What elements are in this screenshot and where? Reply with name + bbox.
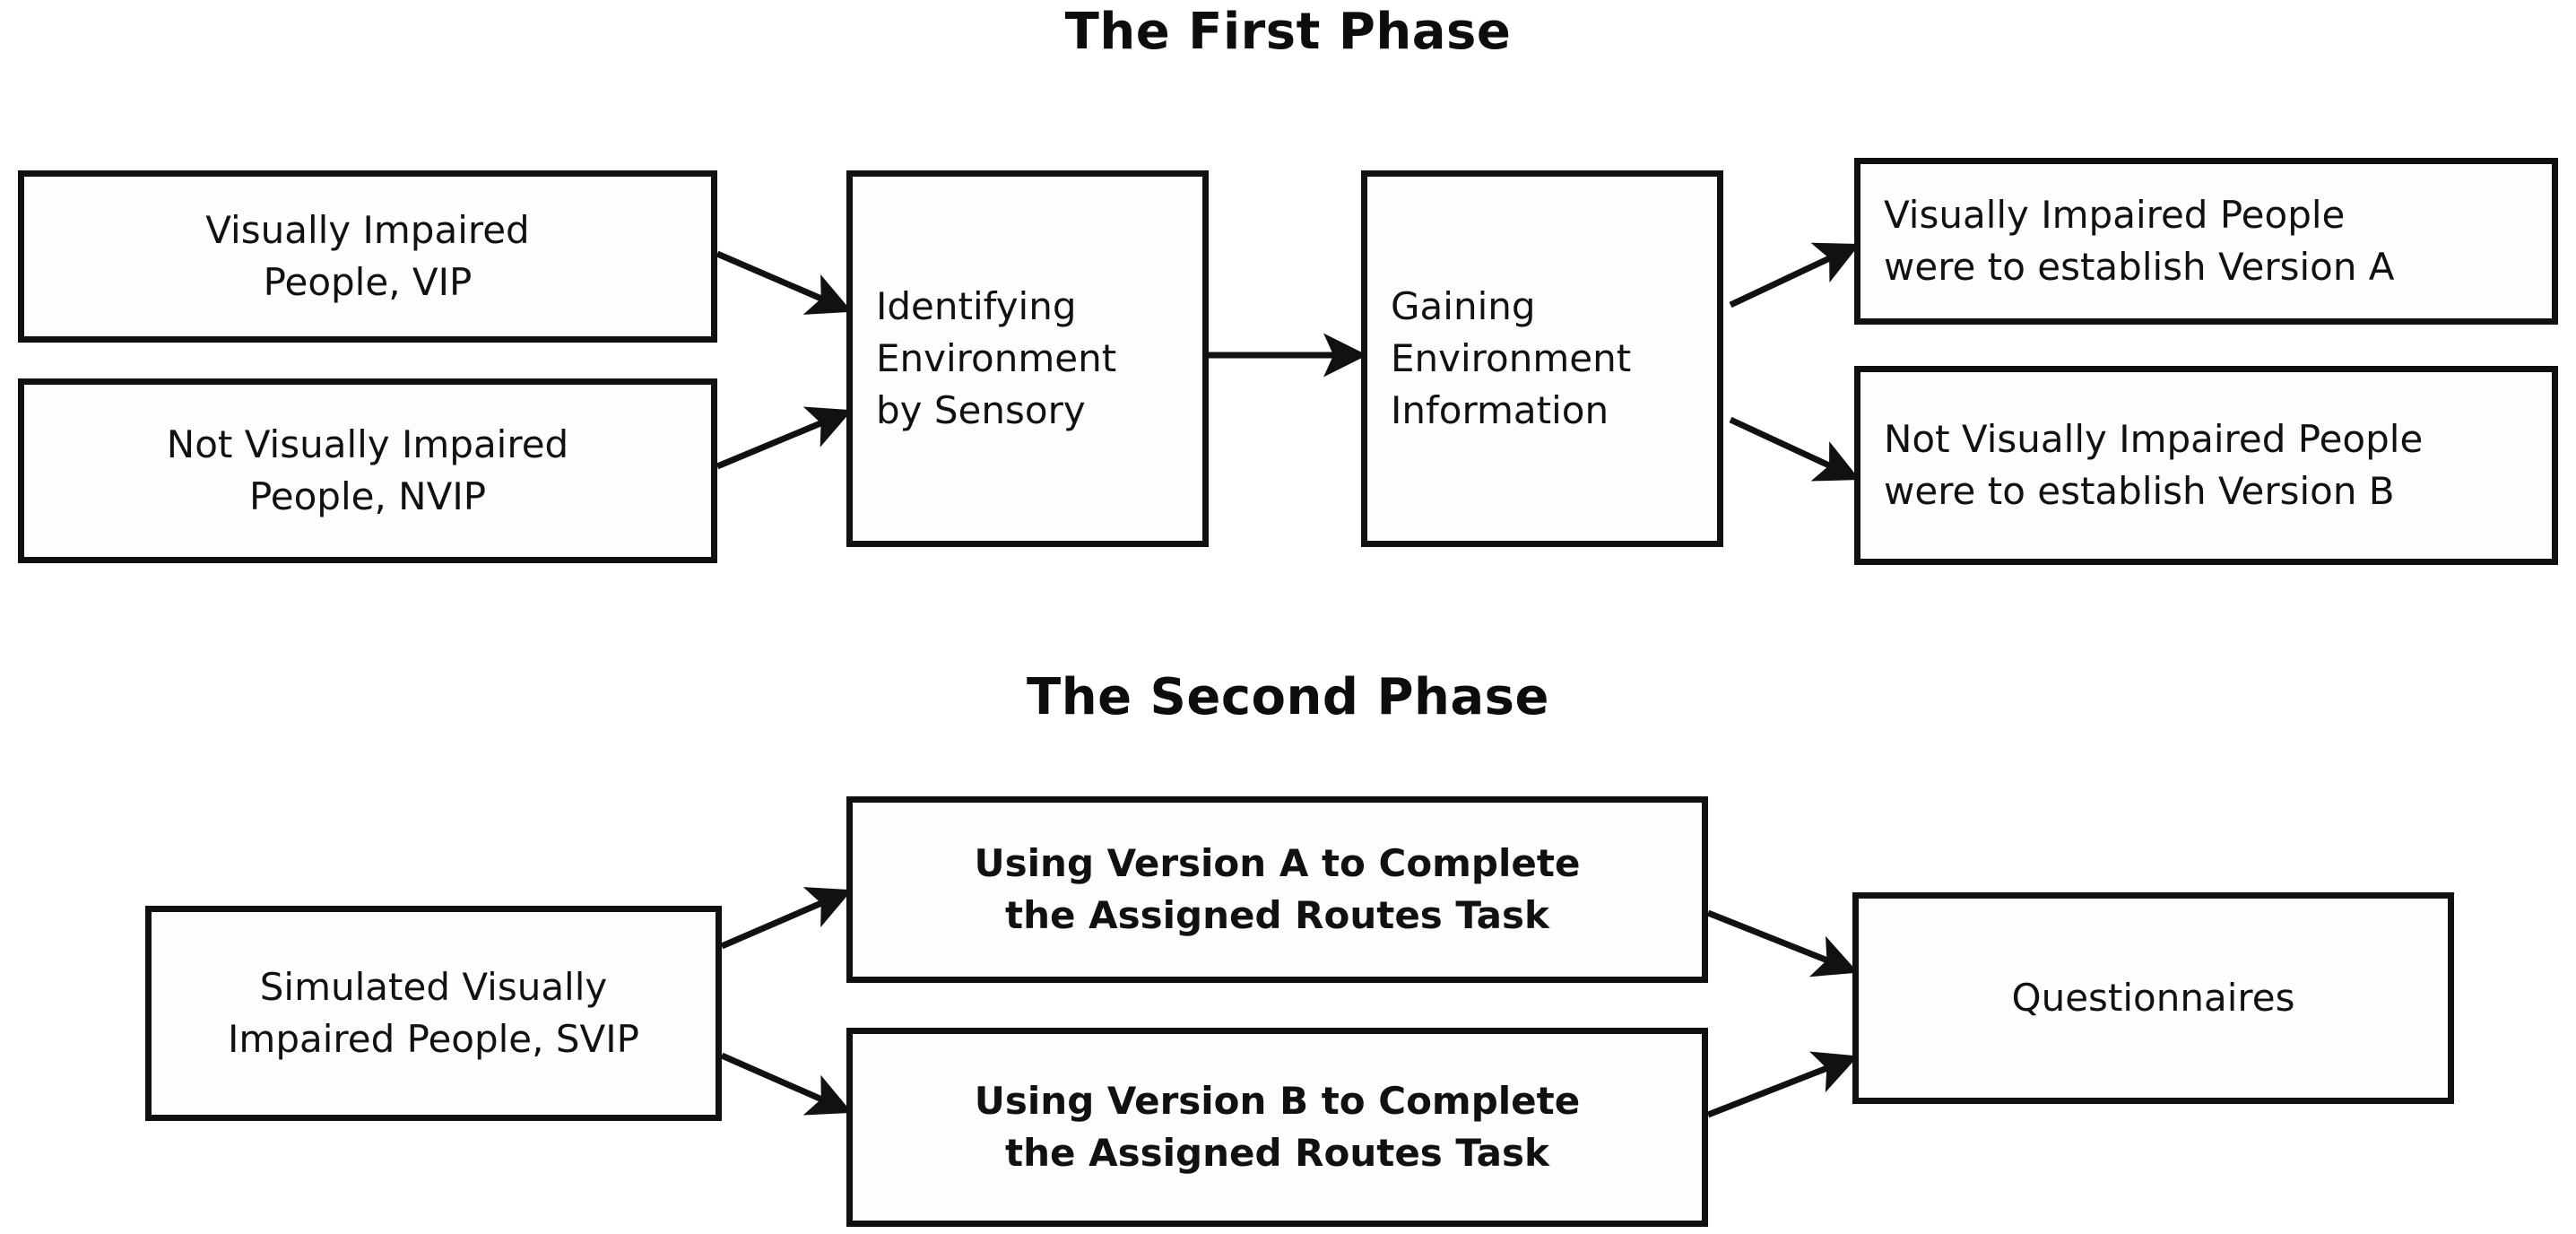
node-task-version-a-label: Using Version A to Complete the Assigned… <box>974 841 1581 937</box>
node-task-version-a[interactable]: Using Version A to Complete the Assigned… <box>846 796 1708 983</box>
node-version-a-establish[interactable]: Visually Impaired People were to establi… <box>1854 158 2558 325</box>
edge-gaining-to-version-a <box>1729 242 1860 308</box>
edge-task-b-to-questionnaires <box>1706 1051 1859 1118</box>
node-version-b-establish-label: Not Visually Impaired People were to est… <box>1884 417 2424 513</box>
phase-two-title: The Second Phase <box>1027 668 1549 726</box>
node-visually-impaired-people[interactable]: Visually Impaired People, VIP <box>18 170 717 343</box>
edge-task-a-to-questionnaires <box>1706 909 1859 978</box>
node-not-visually-impaired-people[interactable]: Not Visually Impaired People, NVIP <box>18 378 717 563</box>
node-simulated-visually-impaired-people-label: Simulated Visually Impaired People, SVIP <box>228 965 639 1061</box>
edge-svip-to-task-b <box>720 1052 853 1116</box>
edge-nvip-to-identify <box>716 406 853 470</box>
node-identifying-environment-by-sensory[interactable]: Identifying Environment by Sensory <box>846 170 1209 547</box>
node-version-a-establish-label: Visually Impaired People were to establi… <box>1884 193 2395 289</box>
phase-one-title: The First Phase <box>1064 3 1512 61</box>
node-identifying-environment-by-sensory-label: Identifying Environment by Sensory <box>876 284 1117 432</box>
node-gaining-environment-information[interactable]: Gaining Environment Information <box>1361 170 1723 547</box>
node-not-visually-impaired-people-label: Not Visually Impaired People, NVIP <box>166 422 569 518</box>
edge-vip-to-identify <box>716 250 853 315</box>
node-questionnaires-label: Questionnaires <box>2011 976 2295 1021</box>
node-questionnaires[interactable]: Questionnaires <box>1852 892 2454 1104</box>
edge-gaining-to-version-b <box>1729 416 1860 482</box>
node-simulated-visually-impaired-people[interactable]: Simulated Visually Impaired People, SVIP <box>145 906 722 1121</box>
node-task-version-b[interactable]: Using Version B to Complete the Assigned… <box>846 1028 1708 1227</box>
node-version-b-establish[interactable]: Not Visually Impaired People were to est… <box>1854 366 2558 565</box>
node-gaining-environment-information-label: Gaining Environment Information <box>1391 284 1632 432</box>
edge-svip-to-task-a <box>720 887 853 950</box>
node-visually-impaired-people-label: Visually Impaired People, VIP <box>205 208 530 304</box>
node-task-version-b-label: Using Version B to Complete the Assigned… <box>974 1079 1581 1175</box>
